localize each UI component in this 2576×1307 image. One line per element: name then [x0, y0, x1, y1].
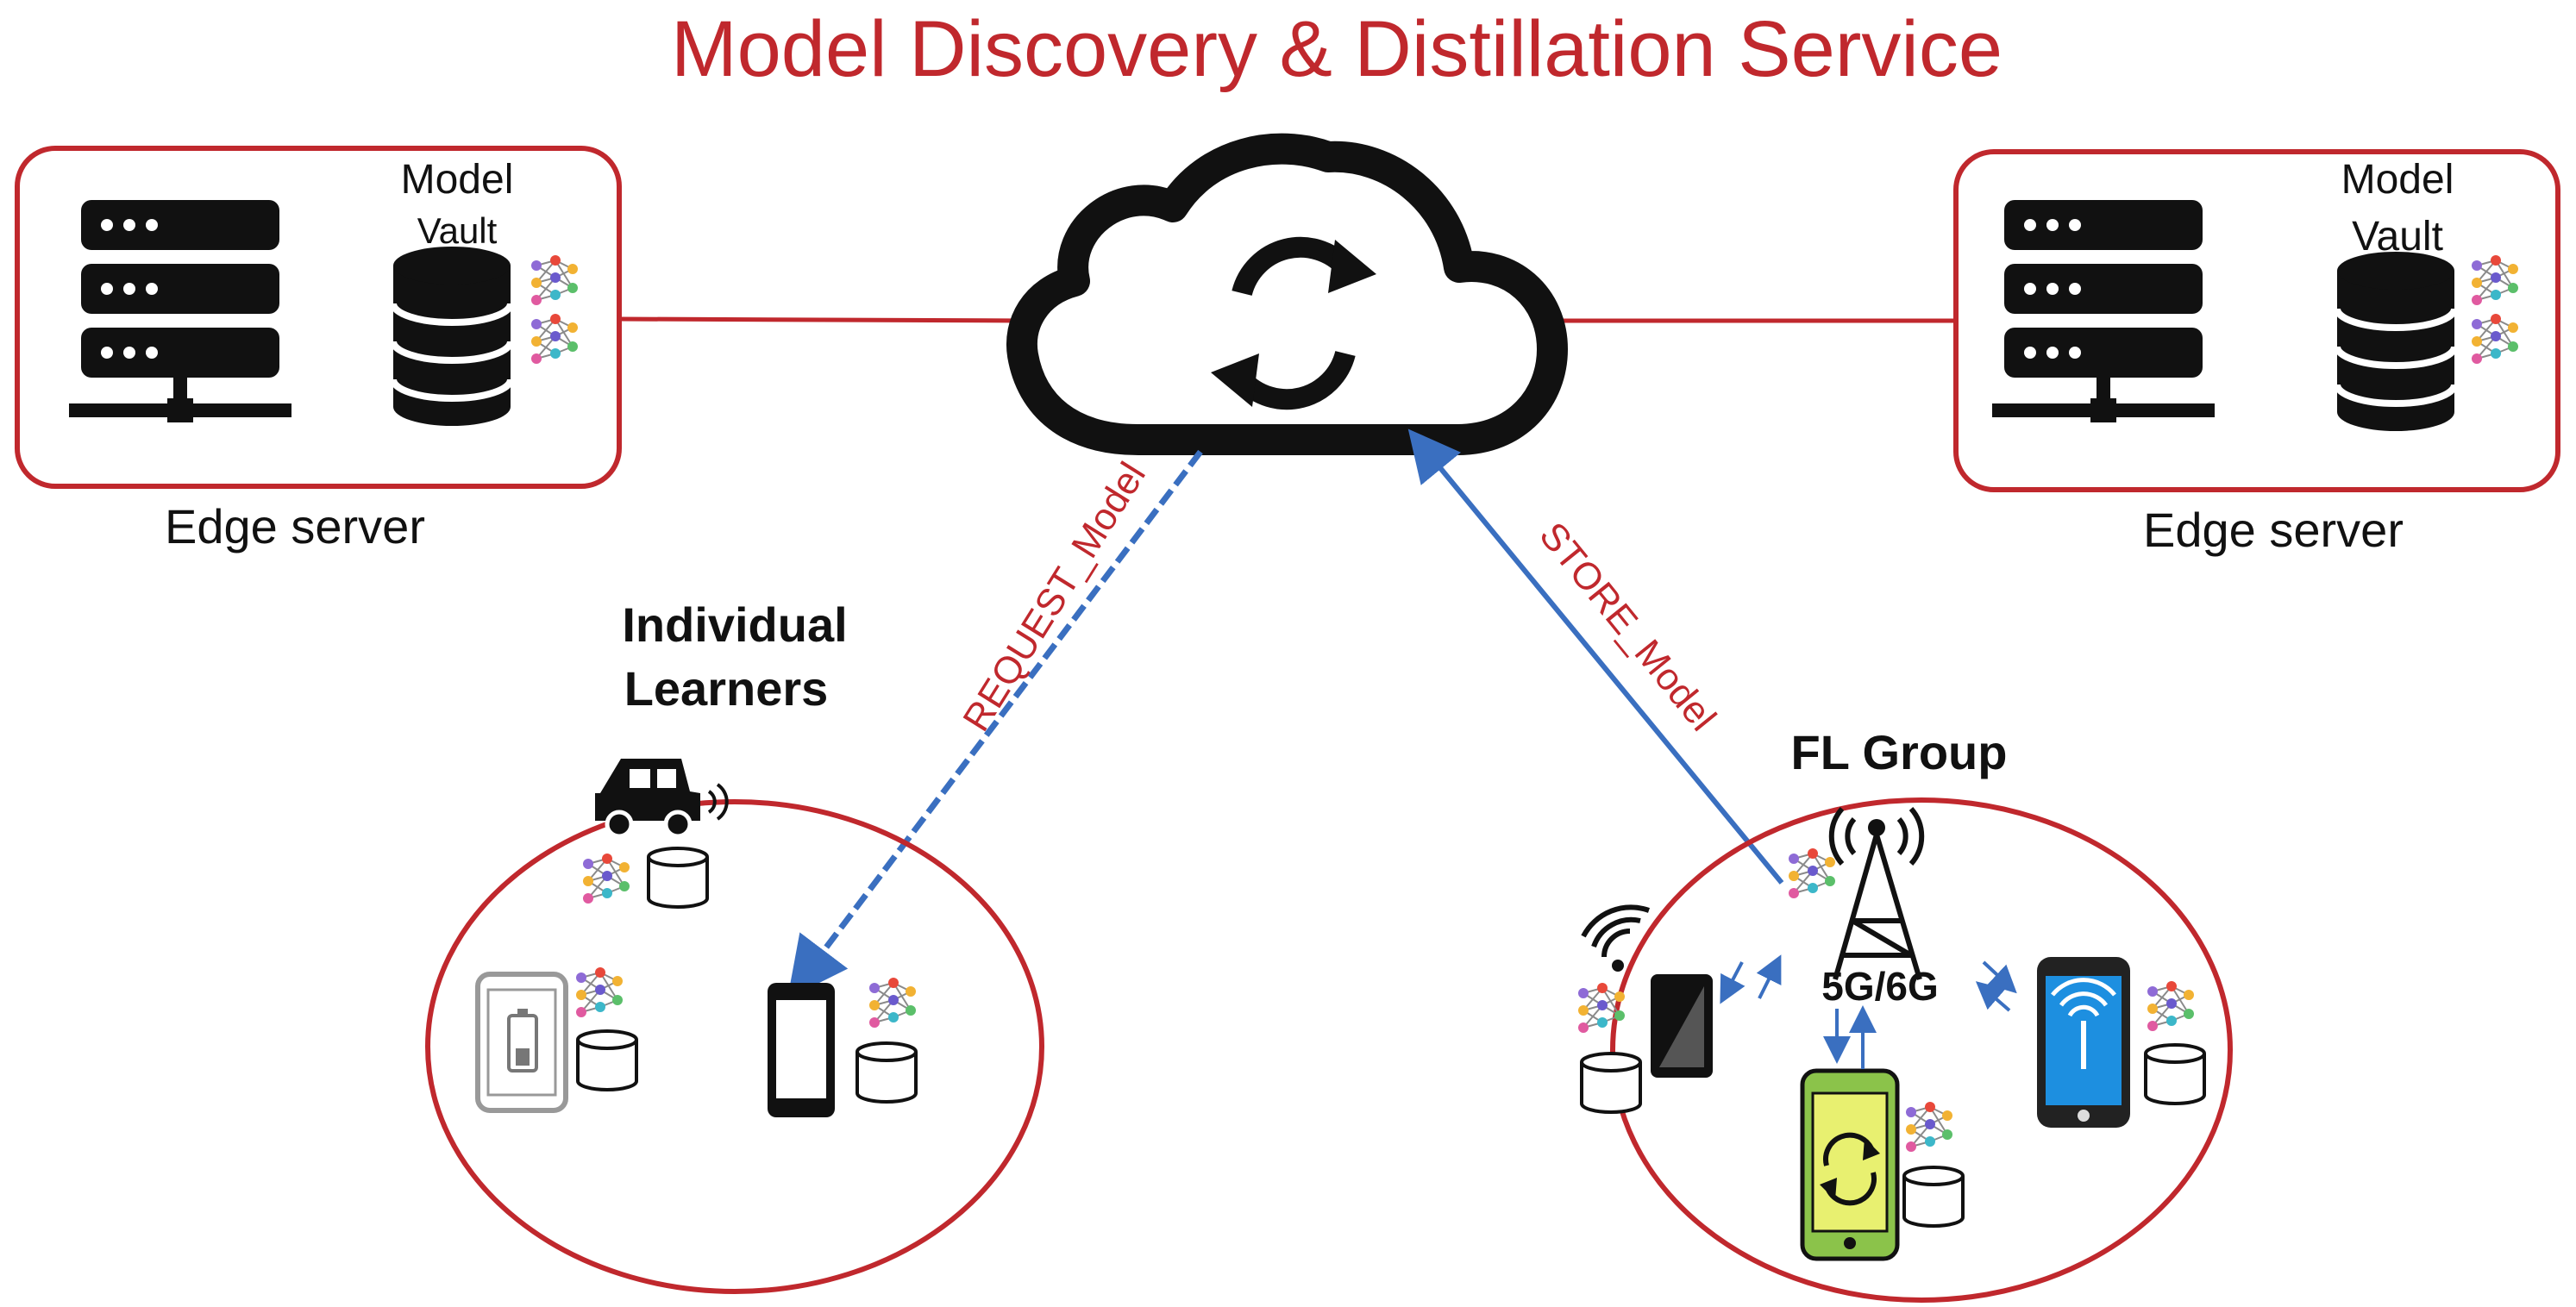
- database-icon: [393, 247, 511, 426]
- wifi-icon: [1581, 904, 1651, 958]
- fl-group-cluster: [1610, 797, 2233, 1303]
- sync-arrowhead: [1328, 240, 1376, 293]
- database-icon: [2337, 252, 2454, 431]
- neural-network-icon: [2147, 980, 2195, 1032]
- cell-tower-icon: [1828, 807, 1925, 980]
- individual-learners-title-line1: Individual: [622, 597, 847, 652]
- cloud-service: [1006, 133, 1568, 455]
- car-icon: [595, 759, 729, 839]
- sync-icon: [1232, 236, 1356, 410]
- vault-label-line1: Model: [401, 157, 514, 203]
- individual-learners-group: [425, 799, 1044, 1294]
- wifi-dot: [1612, 960, 1624, 972]
- edge-server-left: Model Vault: [15, 146, 622, 489]
- local-data-icon: [1580, 1052, 1642, 1114]
- cloud-icon: [1006, 133, 1568, 455]
- edge-server-right: Model Vault: [1953, 149, 2560, 492]
- neural-network-icon: [575, 966, 624, 1018]
- phone-battery-icon: [475, 972, 568, 1113]
- smartphone-icon: [768, 983, 835, 1117]
- vault-label-line2: Vault: [417, 210, 498, 251]
- local-data-icon: [1902, 1166, 1965, 1228]
- request-model-arrow: [787, 449, 1203, 999]
- store-model-label: STORE_Model: [1531, 515, 1724, 739]
- smartphone-wifi-icon: [2037, 957, 2130, 1128]
- diagram-title: Model Discovery & Distillation Service: [671, 5, 2003, 93]
- fl-group-title: FL Group: [1791, 725, 2008, 779]
- individual-learners-title-line2: Learners: [624, 661, 829, 716]
- exchange-arrows: [1720, 954, 2017, 1069]
- store-model-arrow: [1407, 428, 1784, 885]
- neural-network-icon: [582, 853, 630, 904]
- neural-network-icon: [868, 977, 917, 1029]
- smartphone-sync-icon: [1800, 1068, 1900, 1261]
- sync-arrowhead: [1211, 353, 1259, 407]
- edge-server-right-caption: Edge server: [2143, 503, 2404, 557]
- vault-label-line1: Model: [2341, 157, 2454, 203]
- neural-network-icon: [1788, 847, 1836, 899]
- local-data-icon: [2144, 1043, 2206, 1105]
- tower-antenna: [1868, 819, 1885, 836]
- request-model-label: REQUEST_Model: [955, 455, 1154, 739]
- neural-network-icon: [1905, 1101, 1953, 1153]
- tablet-icon: [1651, 974, 1713, 1078]
- tower-label: 5G/6G: [1821, 964, 1939, 1009]
- local-data-icon: [856, 1041, 918, 1104]
- local-data-icon: [647, 847, 709, 909]
- edge-server-left-frame: [15, 146, 622, 489]
- edge-server-left-caption: Edge server: [165, 499, 425, 553]
- connector-left: [618, 316, 1027, 323]
- vault-label-line2: Vault: [2352, 214, 2443, 260]
- local-data-icon: [576, 1029, 638, 1091]
